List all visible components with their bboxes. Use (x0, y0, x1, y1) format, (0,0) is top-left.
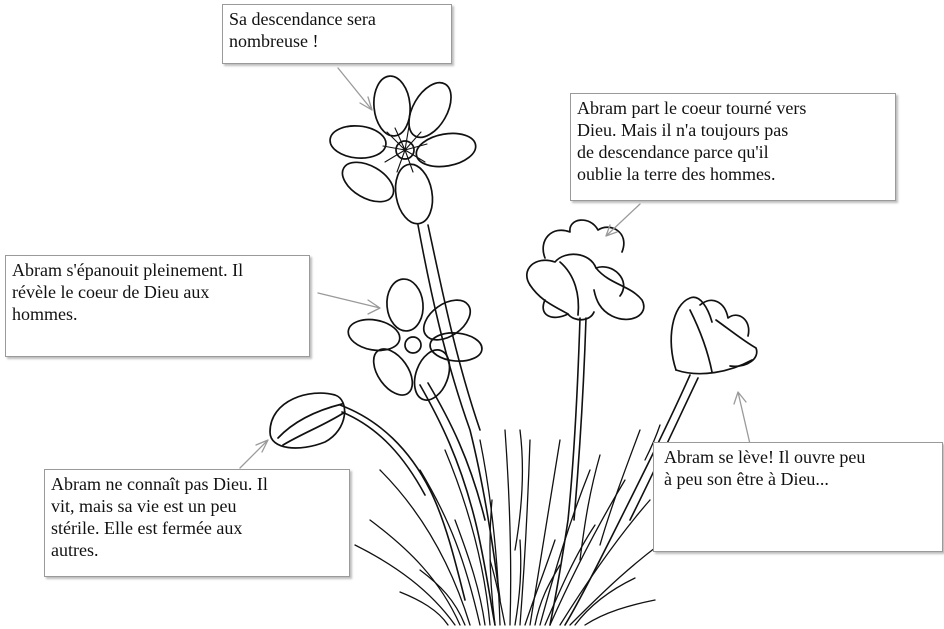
callout-arrows (240, 68, 750, 468)
callout-top-descendance: Sa descendance sera nombreuse ! (222, 4, 452, 64)
callout-bottom-right-opening: Abram se lève! Il ouvre peu à peu son êt… (653, 442, 943, 552)
flower-left-middle (346, 278, 483, 405)
flower-stems (340, 225, 698, 625)
flower-top (329, 75, 479, 227)
callout-left-blossoming: Abram s'épanouit pleinement. Il révèle l… (5, 255, 310, 357)
flower-right-middle (527, 220, 644, 320)
grass-tuft (355, 425, 680, 625)
flower-tulip (671, 297, 757, 373)
callout-bottom-left-closed: Abram ne connaît pas Dieu. Il vit, mais … (44, 469, 350, 577)
flower-bud (270, 393, 345, 448)
callout-right-heart-to-god: Abram part le coeur tourné vers Dieu. Ma… (570, 93, 896, 201)
